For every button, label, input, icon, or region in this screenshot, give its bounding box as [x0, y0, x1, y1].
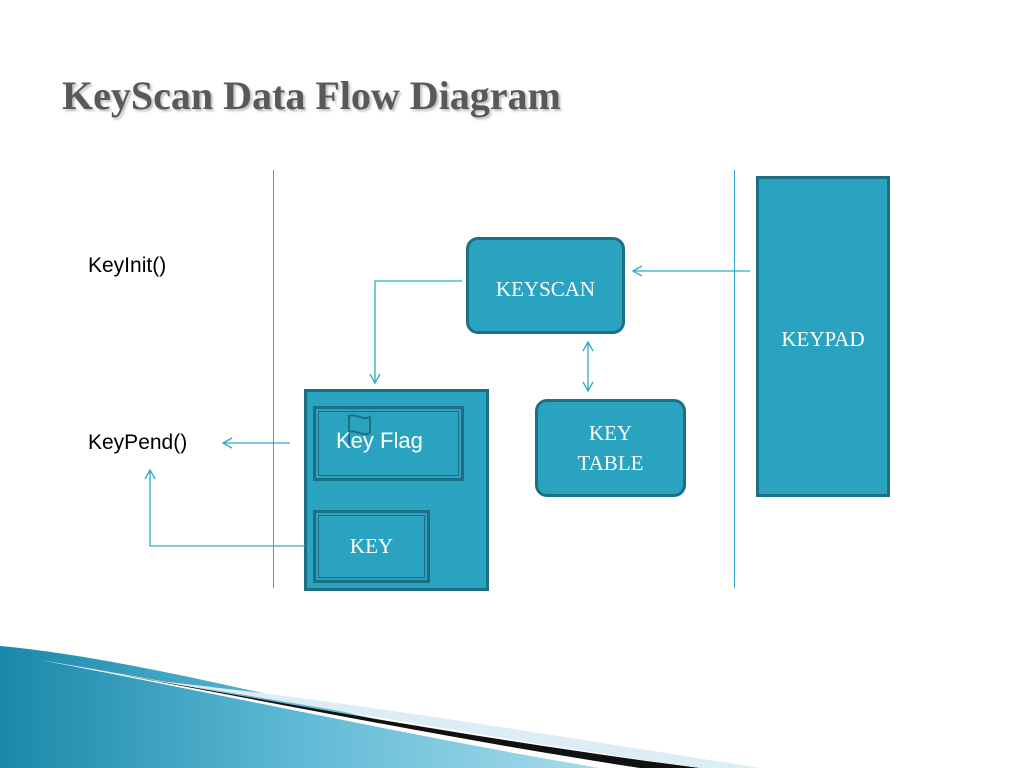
- arrow-key-to-keypend: [144, 468, 305, 547]
- keyscan-node: KEYSCAN: [466, 237, 625, 334]
- key-label: KEY: [349, 534, 394, 558]
- keypad-label: KEYPAD: [781, 327, 865, 351]
- key-table-node: KEY TABLE: [535, 399, 686, 497]
- divider-right: [734, 170, 735, 588]
- key-flag-label: Key Flag: [336, 428, 423, 453]
- keypad-node: KEYPAD: [756, 176, 890, 497]
- keypend-label: KeyPend(): [88, 431, 188, 454]
- key-table-label-line1: KEY: [588, 420, 633, 445]
- slide-title: KeyScan Data Flow Diagram: [62, 73, 561, 118]
- keyinit-label: KeyInit(): [88, 254, 167, 277]
- key-flag-box: Key Flag: [313, 406, 464, 481]
- keyscan-label: KEYSCAN: [495, 277, 596, 301]
- divider-left: [273, 170, 274, 588]
- key-box: KEY: [313, 510, 430, 583]
- key-table-label-line2: TABLE: [577, 451, 644, 475]
- flag-icon: [348, 414, 371, 446]
- arrow-keyscan-to-keyflag: [369, 280, 462, 385]
